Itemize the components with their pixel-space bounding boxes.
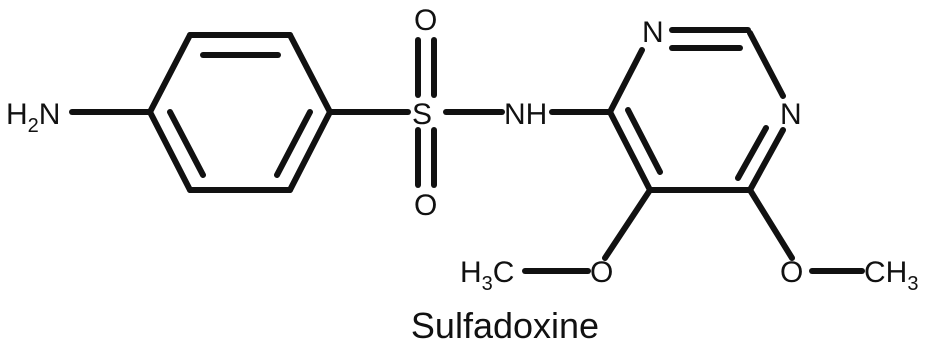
pyrimidine-ring	[607, 27, 786, 193]
bond-benzene-inner-right	[274, 109, 313, 178]
bond-c6-o-right	[747, 187, 795, 261]
oxygen-bottom-atom: O	[414, 189, 437, 222]
methyl-left-subscript: 3	[482, 273, 493, 295]
bond-pyr-c5-c4	[607, 109, 653, 193]
bond-benzene-4	[287, 109, 333, 193]
methyl-right-label: CH3	[864, 256, 918, 295]
bond-benzene-6	[147, 109, 193, 193]
amine-h: H	[6, 98, 28, 131]
bond-pyr-n1-c6	[747, 127, 786, 193]
methyl-left-c: C	[493, 256, 515, 289]
methoxy-oxygen-right: O	[780, 256, 803, 289]
bond-pyr-c2-n1	[747, 30, 786, 99]
molecule-name-caption: Sulfadoxine	[411, 305, 599, 346]
ring-nitrogen-right: N	[780, 98, 802, 131]
bond-c5-o-left	[602, 187, 653, 261]
methyl-left-label: H3C	[460, 256, 514, 295]
methyl-left-h: H	[460, 256, 482, 289]
ring-nitrogen-top: N	[642, 16, 664, 49]
methyl-right-ch: CH	[864, 256, 907, 289]
amine-label: H2N	[6, 98, 60, 137]
bond-benzene-1	[147, 32, 193, 115]
sulfonamide-nh-label: NH	[504, 98, 547, 131]
bond-pyr-c5-c4-inner	[625, 107, 663, 175]
bond-pyr-n1-c6-inner	[735, 125, 769, 181]
benzene-ring	[147, 32, 333, 193]
oxygen-top-atom: O	[414, 4, 437, 37]
amine-n: N	[39, 98, 61, 131]
sulfur-atom: S	[412, 98, 432, 131]
amine-subscript: 2	[28, 115, 39, 137]
bond-benzene-3	[287, 32, 333, 115]
methoxy-oxygen-left: O	[590, 256, 613, 289]
bond-pyr-c4-n3	[607, 47, 645, 115]
methyl-right-subscript: 3	[907, 273, 918, 295]
bond-benzene-inner-left	[167, 109, 206, 178]
